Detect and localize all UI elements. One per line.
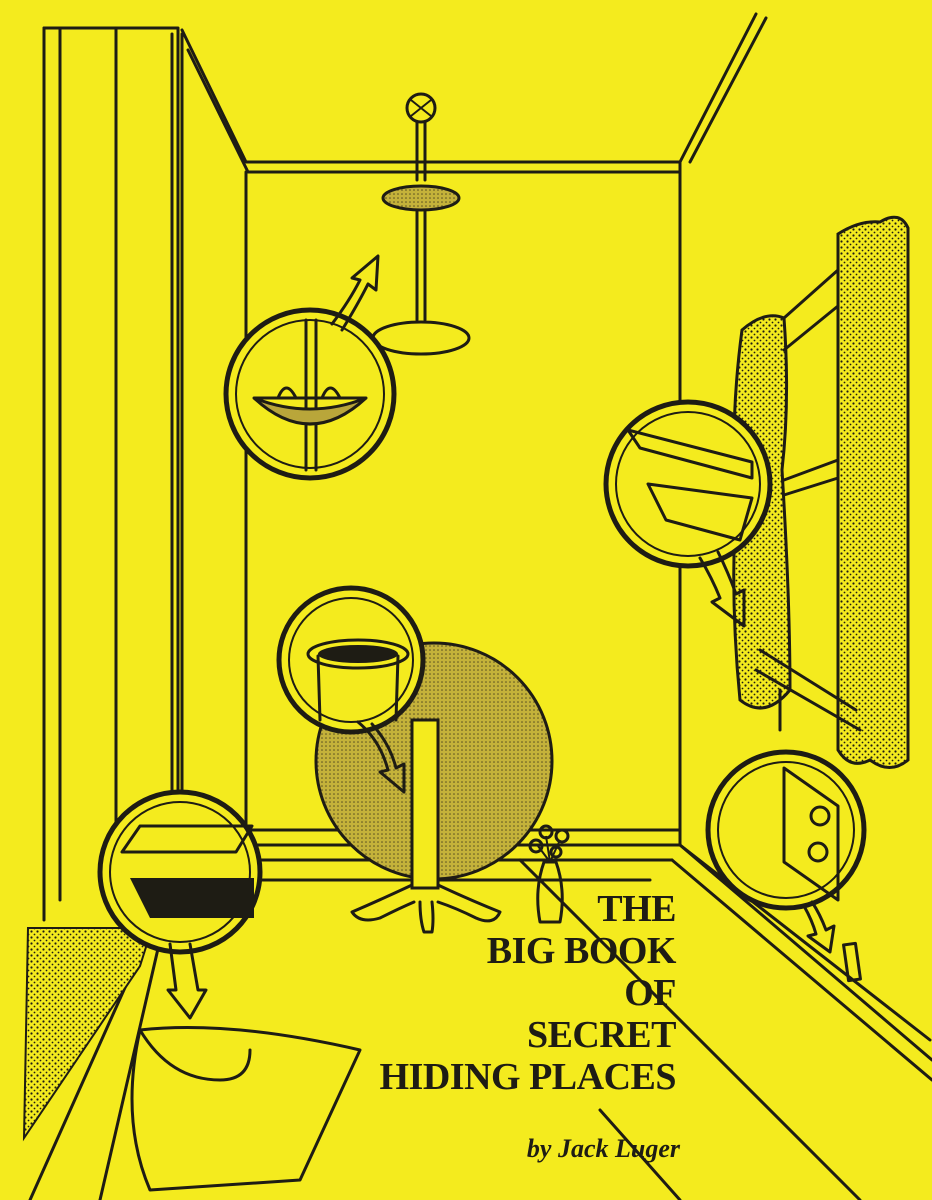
title-line-2: BIG BOOK xyxy=(486,930,677,972)
title-line-4: SECRET xyxy=(526,1014,677,1056)
door-frame xyxy=(42,26,180,922)
flower-vase xyxy=(528,824,570,924)
wall-outlet xyxy=(842,941,862,983)
book-title: THE BIG BOOK OF SECRET HIDING PLACES xyxy=(380,888,677,1098)
window xyxy=(754,268,862,732)
window-sill-detail xyxy=(603,399,773,628)
title-line-3: OF xyxy=(624,972,676,1014)
floor-vent-detail xyxy=(97,789,263,1020)
title-line-1: THE xyxy=(597,888,676,930)
author-byline: by Jack Luger xyxy=(526,1134,680,1163)
rug-corner xyxy=(130,1026,362,1192)
floor xyxy=(28,858,862,1200)
doormat xyxy=(22,927,154,1142)
ceiling-light-detail xyxy=(223,254,397,481)
title-line-5: HIDING PLACES xyxy=(379,1056,677,1098)
ceiling-light xyxy=(371,92,471,356)
curtain-right xyxy=(836,215,910,769)
lamp-base-detail xyxy=(276,585,426,794)
outlet-detail xyxy=(705,749,867,954)
